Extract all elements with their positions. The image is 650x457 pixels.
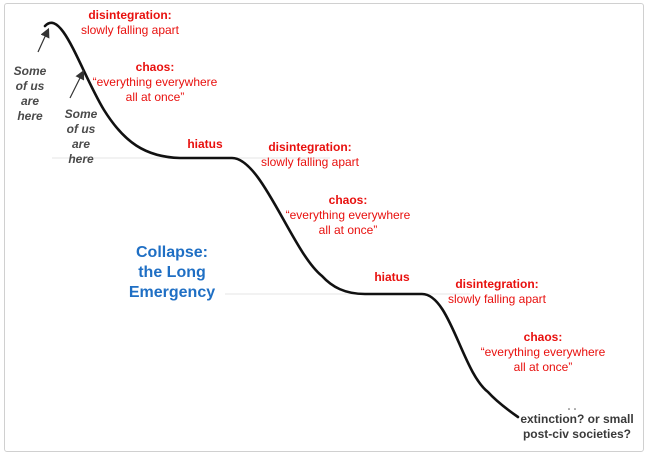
- collapse-curve: [43, 21, 520, 419]
- stage-description-line-1: “everything everywhere: [480, 345, 606, 359]
- stage-name: hiatus: [187, 137, 223, 151]
- stage-name: disintegration:: [88, 8, 172, 22]
- stage-hiatus-1: hiatus: [175, 137, 235, 152]
- stage-name: disintegration:: [268, 140, 352, 154]
- stage-disintegration-3: disintegration: slowly falling apart: [437, 277, 557, 307]
- marker-line: here: [68, 152, 94, 166]
- slide-frame: [4, 3, 644, 452]
- marker-arrow-1: [37, 27, 50, 53]
- stage-name: hiatus: [374, 270, 410, 284]
- stage-description: slowly falling apart: [260, 155, 360, 169]
- end-speck: [568, 408, 570, 410]
- stage-description: slowly falling apart: [447, 292, 547, 306]
- ending-line-2: post-civ societies?: [522, 427, 632, 441]
- ending-question: extinction? or small post-civ societies?: [512, 412, 642, 442]
- marker-line: are: [71, 137, 91, 151]
- stage-name: chaos:: [523, 330, 563, 344]
- stage-name: disintegration:: [455, 277, 539, 291]
- stage-chaos-3: chaos: “everything everywhere all at onc…: [473, 330, 613, 375]
- marker-line: of us: [66, 122, 96, 136]
- marker-arrow-2: [69, 69, 85, 99]
- diagram-title: Collapse: the Long Emergency: [112, 243, 232, 303]
- marker-line: are: [20, 94, 40, 108]
- title-line-1: Collapse:: [135, 244, 208, 261]
- end-speck: [574, 408, 576, 410]
- stage-description: slowly falling apart: [80, 23, 180, 37]
- stage-description-line-2: all at once”: [125, 90, 185, 104]
- marker-line: of us: [15, 79, 45, 93]
- marker-line: here: [17, 109, 43, 123]
- stage-chaos-2: chaos: “everything everywhere all at onc…: [278, 193, 418, 238]
- title-line-2: the Long: [138, 264, 206, 281]
- stage-disintegration-1: disintegration: slowly falling apart: [70, 8, 190, 38]
- stage-name: chaos:: [328, 193, 368, 207]
- stage-chaos-1: chaos: “everything everywhere all at onc…: [85, 60, 225, 105]
- you-are-here-marker-1: Some of us are here: [12, 64, 48, 124]
- stage-name: chaos:: [135, 60, 175, 74]
- marker-line: Some: [13, 64, 47, 78]
- title-line-3: Emergency: [128, 284, 216, 301]
- stage-description-line-1: “everything everywhere: [285, 208, 411, 222]
- you-are-here-marker-2: Some of us are here: [61, 107, 101, 167]
- stage-description-line-1: “everything everywhere: [92, 75, 218, 89]
- ending-line-1: extinction? or small: [520, 412, 634, 426]
- stage-disintegration-2: disintegration: slowly falling apart: [250, 140, 370, 170]
- stage-description-line-2: all at once”: [513, 360, 573, 374]
- stage-description-line-2: all at once”: [318, 223, 378, 237]
- stage-hiatus-2: hiatus: [362, 270, 422, 285]
- marker-line: Some: [64, 107, 98, 121]
